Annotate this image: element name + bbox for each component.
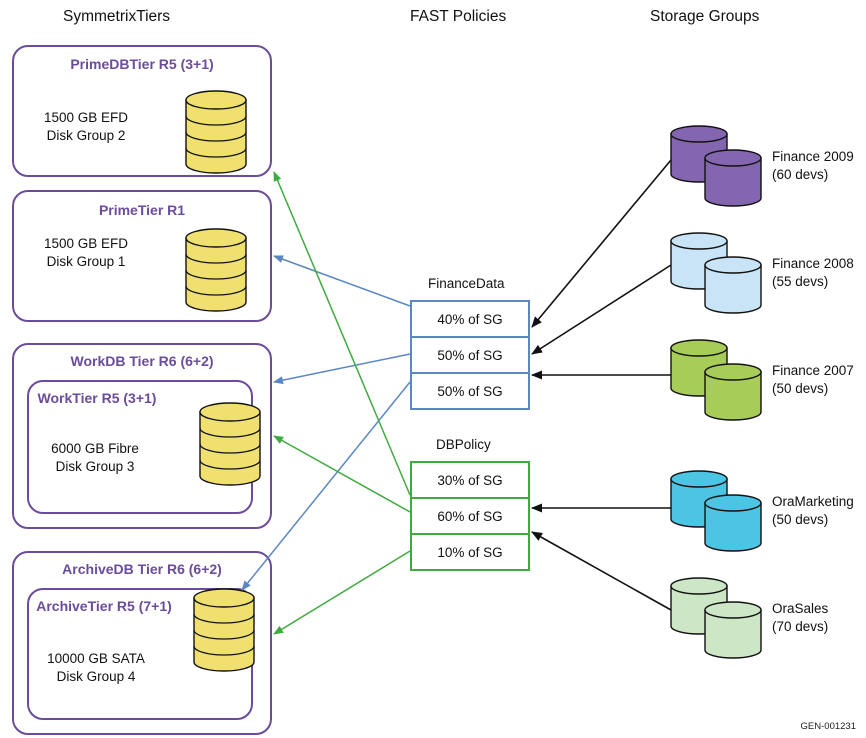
sg-name: OraSales (772, 601, 829, 616)
sg-name: Finance 2007 (772, 363, 854, 378)
tier-box-archivedb (12, 551, 272, 735)
sg-name: Finance 2008 (772, 256, 854, 271)
tier-disk-group: Disk Group 4 (56, 669, 136, 684)
arrow-financedata-archivetier (241, 381, 411, 591)
storage-group-cylinders-icon (670, 125, 762, 207)
storage-group-cylinders-icon (670, 577, 762, 659)
tier-box-primetier (12, 190, 272, 322)
sg-label-finance-2009: Finance 2009 (60 devs) (772, 148, 854, 184)
tier-title-archivedb: ArchiveDB Tier R6 (6+2) (62, 561, 222, 577)
sg-label-finance-2008: Finance 2008 (55 devs) (772, 255, 854, 291)
tier-title-primedbtier: PrimeDBTier R5 (3+1) (70, 56, 214, 72)
header-storage-groups: Storage Groups (650, 8, 760, 25)
disk-stack-icon (185, 228, 247, 312)
storage-group-cylinders-icon (670, 339, 762, 421)
policy-row-dbpolicy-3: 10% of SG (410, 533, 530, 571)
sg-devs: (70 devs) (772, 619, 829, 634)
arrow-financedata-worktier (273, 353, 411, 385)
tier-desc-archivetier: 10000 GB SATA Disk Group 4 (34, 650, 158, 686)
tier-capacity: 1500 GB EFD (43, 110, 129, 125)
policy-name-dbpolicy: DBPolicy (436, 437, 491, 452)
disk-stack-icon (185, 90, 247, 174)
header-symmetrix-tiers: SymmetrixTiers (63, 8, 171, 25)
arrow-dbpolicy-primedbtier (273, 171, 411, 496)
tier-desc-worktier: 6000 GB Fibre Disk Group 3 (42, 440, 148, 476)
arrow-finance2009-financedata (531, 159, 672, 328)
tier-disk-group: Disk Group 2 (46, 128, 126, 143)
storage-group-cylinders-icon (670, 232, 762, 314)
sg-devs: (60 devs) (772, 167, 829, 182)
tier-title-worktier: WorkTier R5 (3+1) (37, 390, 157, 406)
disk-stack-icon (193, 588, 255, 672)
policy-row-financedata-2: 50% of SG (410, 336, 530, 374)
tier-desc-primedbtier: 1500 GB EFD Disk Group 2 (28, 109, 144, 145)
sg-name: OraMarketing (772, 494, 854, 509)
tier-capacity: 6000 GB Fibre (51, 441, 139, 456)
sg-name: Finance 2009 (772, 149, 854, 164)
tier-disk-group: Disk Group 3 (55, 459, 135, 474)
arrow-orasales-dbpolicy (531, 531, 672, 611)
sg-devs: (50 devs) (772, 512, 829, 527)
tier-disk-group: Disk Group 1 (46, 254, 126, 269)
tier-title-workdb: WorkDB Tier R6 (6+2) (70, 353, 214, 369)
arrow-financedata-primetier (273, 255, 411, 307)
tier-desc-primetier: 1500 GB EFD Disk Group 1 (28, 235, 144, 271)
header-fast-policies: FAST Policies (410, 8, 507, 25)
policy-row-financedata-1: 40% of SG (410, 300, 530, 338)
sg-label-finance-2007: Finance 2007 (50 devs) (772, 362, 854, 398)
sg-label-orasales: OraSales (70 devs) (772, 600, 828, 636)
arrow-finance2008-financedata (531, 264, 672, 355)
sg-devs: (55 devs) (772, 274, 829, 289)
arrow-dbpolicy-worktier (273, 435, 411, 513)
policy-row-dbpolicy-2: 60% of SG (410, 497, 530, 535)
policy-row-dbpolicy-1: 30% of SG (410, 461, 530, 499)
disk-stack-icon (199, 402, 261, 486)
sg-devs: (50 devs) (772, 381, 829, 396)
tier-capacity: 1500 GB EFD (43, 236, 129, 251)
figure-id: GEN-001231 (800, 721, 856, 732)
tier-title-archivetier: ArchiveTier R5 (7+1) (36, 598, 172, 614)
storage-group-cylinders-icon (670, 470, 762, 552)
policy-row-financedata-3: 50% of SG (410, 372, 530, 410)
sg-label-oramarketing: OraMarketing (50 devs) (772, 493, 854, 529)
arrow-dbpolicy-archivetier (273, 550, 411, 635)
tier-box-primedbtier (12, 45, 272, 177)
policy-name-financedata: FinanceData (428, 276, 505, 291)
tier-capacity: 10000 GB SATA (47, 651, 145, 666)
tier-box-workdb (12, 343, 272, 529)
tier-title-primetier: PrimeTier R1 (98, 202, 186, 218)
